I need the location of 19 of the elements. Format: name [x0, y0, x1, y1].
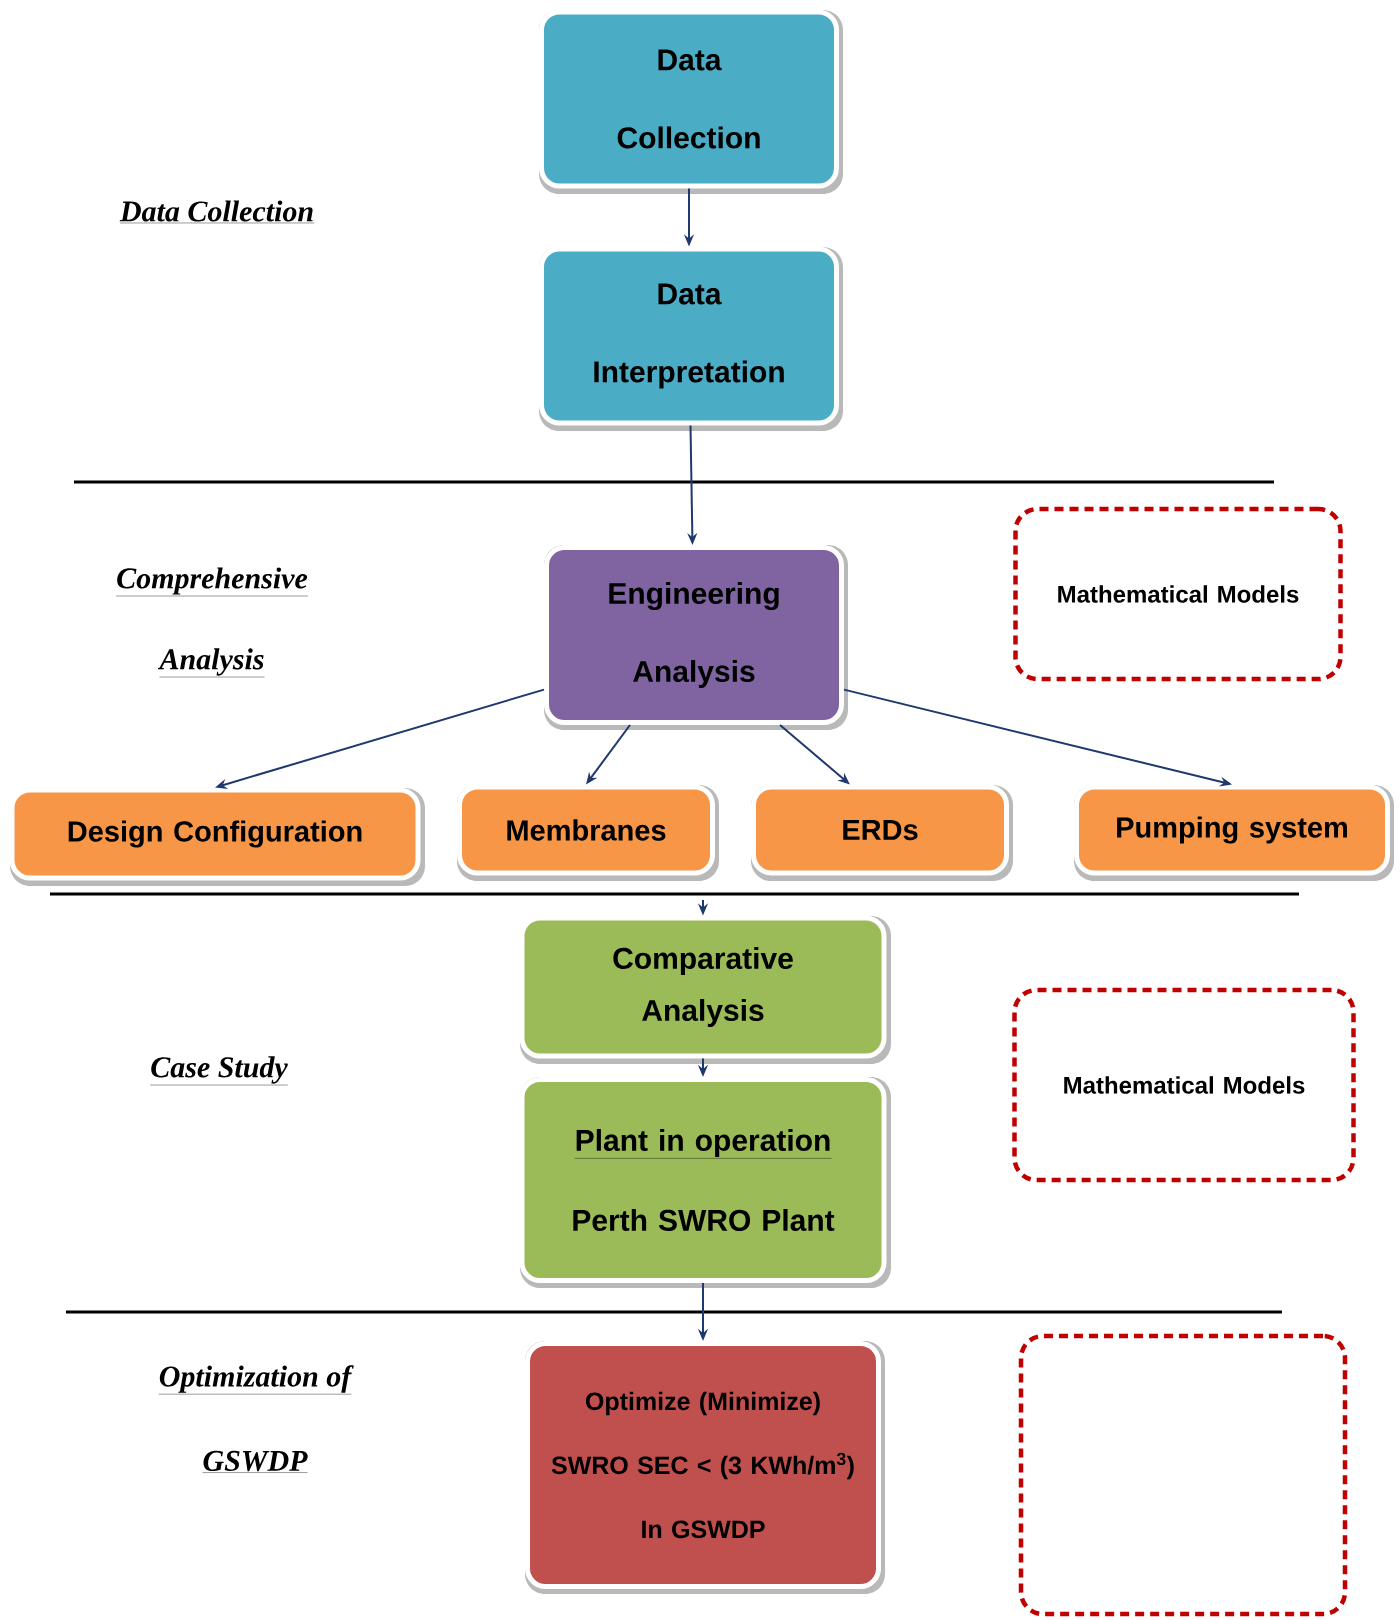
process-box: Design Configuration	[9, 787, 425, 886]
section-title: GSWDP	[202, 1450, 308, 1473]
process-box: Plant in operation Perth SWRO Plant	[519, 1077, 891, 1288]
process-box: Data Collection	[539, 9, 843, 194]
section-title: Analysis	[157, 648, 265, 678]
process-box: Comparative Analysis	[519, 915, 891, 1064]
section-title: Case Study	[150, 1056, 288, 1086]
section-title: Data Collection	[119, 200, 315, 224]
process-box: Membranes	[457, 784, 719, 881]
process-box: Pumping system	[1074, 784, 1394, 881]
process-box: Engineering Analysis	[544, 545, 848, 730]
process-box: ERDs	[751, 784, 1013, 881]
section-title: Comprehensive	[115, 567, 309, 597]
section-title: Optimization of	[158, 1365, 354, 1395]
dashed-box: Mathematical Models	[1012, 987, 1356, 1183]
process-box: Data Interpretation	[539, 246, 843, 431]
dashed-box: Mathematical Models	[1013, 506, 1343, 682]
dashed-box	[1018, 1333, 1348, 1617]
process-box: Optimize (Minimize) SWRO SEC < (3 KWh/m$^{3}$) In GSWDP	[525, 1341, 885, 1594]
